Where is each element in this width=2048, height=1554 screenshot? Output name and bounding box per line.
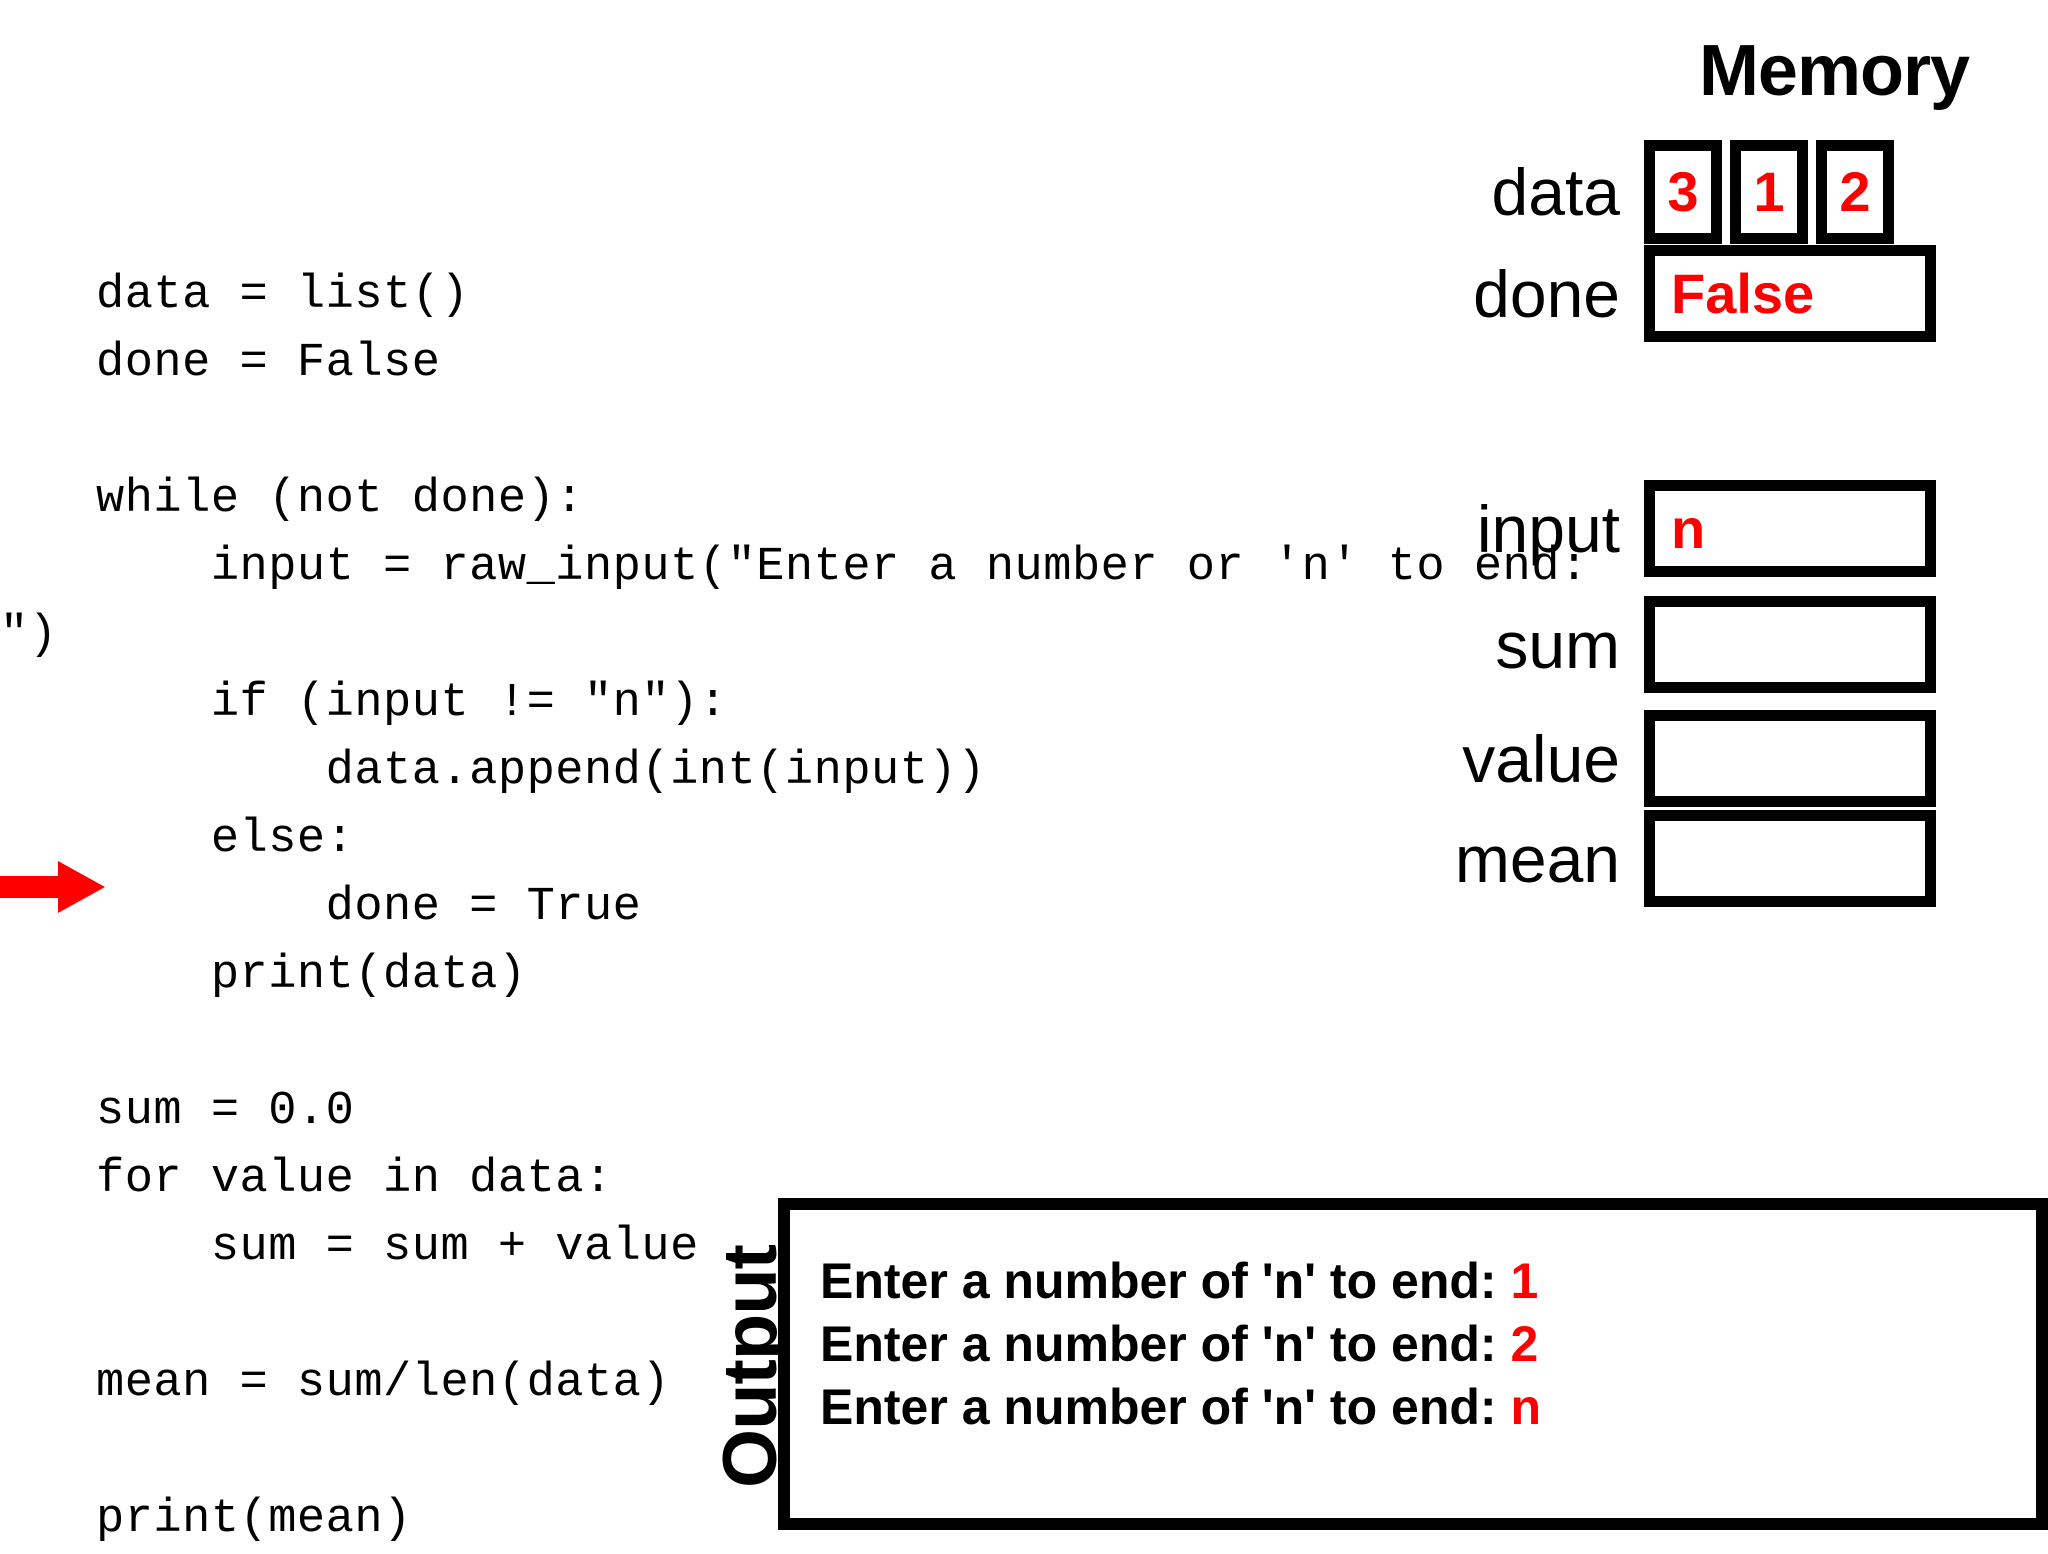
memory-cell-value: 1 xyxy=(1753,160,1785,223)
code-line: data.append(int(input)) xyxy=(96,745,986,798)
code-line-blank xyxy=(96,398,1156,466)
memory-row-data: data 3 1 2 xyxy=(1020,140,1894,244)
memory-label-input: input xyxy=(1476,491,1620,566)
memory-value-done: False xyxy=(1671,261,1815,325)
memory-cell: 1 xyxy=(1730,140,1808,244)
output-line: Enter a number of 'n' to end: 2 xyxy=(820,1313,2036,1376)
memory-box-mean xyxy=(1644,810,1936,907)
code-line-blank xyxy=(96,1010,1156,1078)
code-line: print(data) xyxy=(96,949,527,1002)
memory-cell: 3 xyxy=(1644,140,1722,244)
output-line-prompt: Enter a number of 'n' to end: xyxy=(820,1253,1511,1309)
code-line: else: xyxy=(96,813,355,866)
memory-label-mean: mean xyxy=(1454,821,1620,896)
memory-label-data: data xyxy=(1491,155,1620,229)
code-line-wrap: ") xyxy=(0,609,58,662)
output-line-value: 2 xyxy=(1510,1316,1539,1372)
memory-cell-value: 3 xyxy=(1667,160,1699,223)
memory-box-sum xyxy=(1644,596,1936,693)
memory-label-done: done xyxy=(1473,256,1620,331)
memory-cell: 2 xyxy=(1816,140,1894,244)
memory-box-done: False xyxy=(1644,245,1936,342)
output-line-value: n xyxy=(1510,1379,1542,1435)
code-line: if (input != "n"): xyxy=(96,677,728,730)
output-line-prompt: Enter a number of 'n' to end: xyxy=(820,1379,1511,1435)
output-line-value: 1 xyxy=(1510,1253,1539,1309)
memory-row-sum: sum xyxy=(1020,596,1936,693)
memory-row-input: input n xyxy=(1020,480,1936,577)
memory-cell-value: 2 xyxy=(1839,160,1871,223)
execution-pointer-arrow-icon xyxy=(0,861,105,913)
code-line: mean = sum/len(data) xyxy=(96,1357,671,1410)
memory-row-done: done False xyxy=(1020,245,1936,342)
output-line: Enter a number of 'n' to end: n xyxy=(820,1376,2036,1439)
output-line: Enter a number of 'n' to end: 1 xyxy=(820,1250,2036,1313)
code-line: input = raw_input("Enter a number or 'n'… xyxy=(96,541,1589,594)
memory-label-value: value xyxy=(1462,721,1620,796)
memory-box-value xyxy=(1644,710,1936,807)
code-line: sum = sum + value xyxy=(96,1221,699,1274)
memory-title: Memory xyxy=(1698,31,1970,111)
memory-box-input: n xyxy=(1644,480,1936,577)
code-line-current: done = True xyxy=(96,881,642,934)
code-line: for value in data: xyxy=(96,1153,613,1206)
memory-panel: Memory data 3 1 2 done False input n su xyxy=(1020,20,2048,920)
memory-row-value: value xyxy=(1020,710,1936,807)
code-line: while (not done): xyxy=(96,473,584,526)
code-line: sum = 0.0 xyxy=(96,1085,355,1138)
memory-value-input: n xyxy=(1671,496,1706,560)
output-console: Enter a number of 'n' to end: 1 Enter a … xyxy=(778,1198,2048,1530)
memory-list-cells-data: 3 1 2 xyxy=(1644,140,1894,244)
output-line-prompt: Enter a number of 'n' to end: xyxy=(820,1316,1511,1372)
code-line: data = list() xyxy=(96,269,470,322)
memory-label-sum: sum xyxy=(1495,607,1620,682)
code-listing: data = list() done = False while (not do… xyxy=(0,262,1589,1554)
code-line: done = False xyxy=(96,337,441,390)
memory-row-mean: mean xyxy=(1020,810,1936,907)
output-panel: Output Enter a number of 'n' to end: 1 E… xyxy=(700,1192,2048,1536)
